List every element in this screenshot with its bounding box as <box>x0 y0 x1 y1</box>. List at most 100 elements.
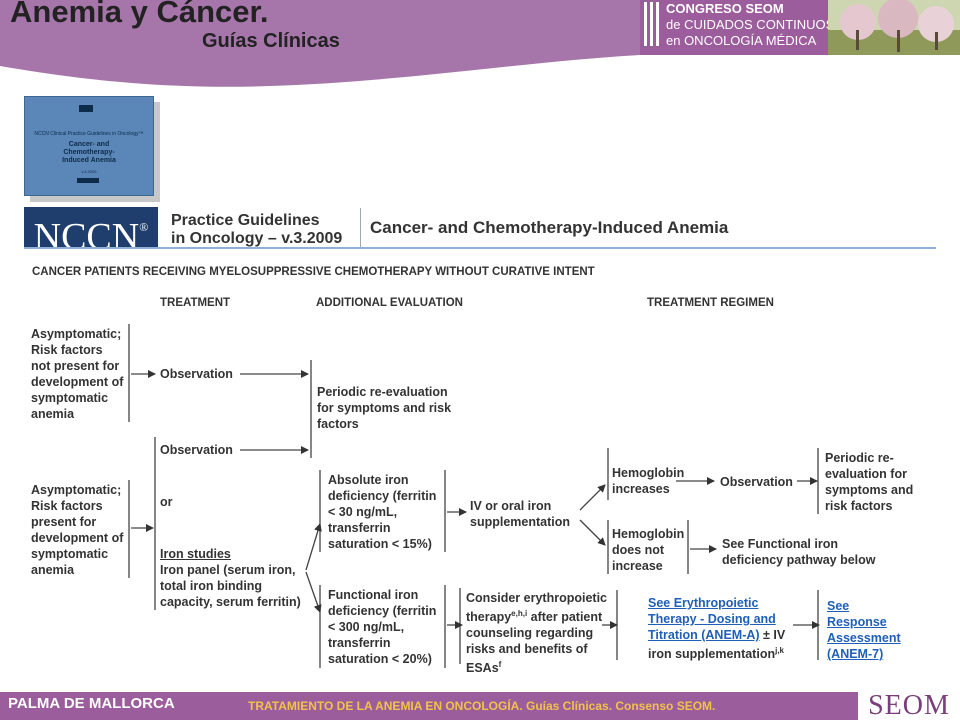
link-anem-a[interactable]: Titration (ANEM-A) <box>648 628 760 642</box>
box-line: < 30 ng/mL, <box>328 505 398 519</box>
banner-rule <box>24 247 936 249</box>
seom-logo: SEOM <box>858 690 960 721</box>
box-line: deficiency (ferritin <box>328 489 437 503</box>
box-line: increases <box>612 482 670 496</box>
link-line[interactable]: Assessment <box>827 631 901 645</box>
box-line: Hemoglobin <box>612 527 685 541</box>
box-line: deficiency (ferritin <box>328 604 437 618</box>
practice-guidelines-line2: in Oncology – v.3.2009 <box>171 230 343 247</box>
box-line: present for <box>31 515 97 529</box>
box-line: < 300 ng/mL, <box>328 620 405 634</box>
box-line: Periodic re- <box>825 451 894 465</box>
see-functional-iron-node: See Functional iron deficiency pathway b… <box>722 536 876 568</box>
box-line: development of <box>31 531 124 545</box>
or-label: or <box>160 495 173 509</box>
observation-node-3: Observation <box>720 475 793 489</box>
column-heading-regimen: TREATMENT REGIMEN <box>647 297 774 309</box>
box-line: for symptoms and risk <box>317 401 452 415</box>
practice-guidelines-line1: Practice Guidelines <box>171 212 320 229</box>
link-anem-a[interactable]: Therapy - Dosing and <box>648 612 776 626</box>
nccn-logo: NCCN® <box>24 207 158 258</box>
box-line: supplementation <box>470 515 571 529</box>
iron-studies-title: Iron studies <box>160 547 231 561</box>
box-line: risk factors <box>825 499 893 513</box>
link-line[interactable]: (ANEM-7) <box>827 647 884 661</box>
link-anem-a[interactable]: See Erythropoietic <box>648 596 759 610</box>
box-line: Asymptomatic; <box>31 327 122 341</box>
footer-bar <box>0 692 960 720</box>
book-badge-icon <box>77 178 99 183</box>
periodic-reevaluation-node: Periodic re-evaluation for symptoms and … <box>317 384 451 432</box>
text-part: ± IV <box>759 628 786 642</box>
book-title-line: Cancer- and <box>68 141 110 148</box>
congress-line-3: en ONCOLOGÍA MÉDICA <box>666 33 817 48</box>
flow-main-heading: CANCER PATIENTS RECEIVING MYELOSUPPRESSI… <box>32 266 595 278</box>
box-line: Periodic re-evaluation <box>317 385 448 399</box>
banner-divider <box>360 208 361 248</box>
box-line: Absolute iron <box>328 473 409 487</box>
box-line: not present for <box>31 359 120 373</box>
box-line: factors <box>317 417 359 431</box>
periodic-reevaluation-node-2: Periodic re- evaluation for symptoms and… <box>825 450 913 514</box>
see-response-assessment-link[interactable]: See Response Assessment (ANEM-7) <box>827 598 901 662</box>
text-part: ESAs <box>466 661 499 676</box>
observation-node-2: Observation <box>160 443 233 457</box>
box-risk-factors: Asymptomatic; Risk factors present for d… <box>31 482 123 578</box>
box-line: symptoms and <box>825 483 914 497</box>
box-line: Titration (ANEM-A) ± IV <box>648 627 785 643</box>
box-line: development of <box>31 375 124 389</box>
iv-oral-iron-node: IV or oral iron supplementation <box>470 498 570 530</box>
page-subtitle: Guías Clínicas <box>202 30 340 52</box>
book-series-label: NCCN Clinical Practice Guidelines in Onc… <box>34 131 144 137</box>
see-erythropoietic-dosing-node: See Erythropoietic Therapy - Dosing and … <box>648 595 785 662</box>
box-line: anemia <box>31 563 75 577</box>
guideline-book-cover: NCCN Clinical Practice Guidelines in Onc… <box>24 96 154 196</box>
box-line: IV or oral iron <box>470 499 552 513</box>
book-version: v.3.2009 <box>81 169 97 174</box>
box-line: counseling regarding <box>466 626 594 641</box>
box-line: Risk factors <box>31 499 103 513</box>
book-title-line: Induced Anemia <box>62 157 116 164</box>
box-line: transferrin <box>328 521 391 535</box>
consider-erythropoietic-node: Consider erythropoietic therapye,h,i aft… <box>466 590 607 676</box>
box-line: does not <box>612 543 665 557</box>
box-line: Consider erythropoietic <box>466 591 607 605</box>
box-line: symptomatic <box>31 391 109 405</box>
book-nccn-logo-icon <box>79 105 93 112</box>
box-line: Asymptomatic; <box>31 483 122 497</box>
congress-line-2: de CUIDADOS CONTINUOS <box>666 17 835 32</box>
hemoglobin-not-increase-node: Hemoglobin does not increase <box>612 526 684 574</box>
book-title-line: Chemotherapy- <box>63 149 115 156</box>
box-line: Hemoglobin <box>612 466 685 480</box>
box-line: symptomatic <box>31 547 109 561</box>
text-part: iron supplementation <box>648 647 776 662</box>
registered-mark: ® <box>139 220 149 234</box>
congress-logo: CONGRESO SEOM de CUIDADOS CONTINUOS en O… <box>640 0 834 50</box>
landscape-photo <box>828 0 960 55</box>
text-part: after patient <box>527 610 603 625</box>
box-line: evaluation for <box>825 467 907 481</box>
banner-title: Cancer- and Chemotherapy-Induced Anemia <box>370 218 729 237</box>
absolute-iron-deficiency-node: Absolute iron deficiency (ferritin < 30 … <box>328 472 436 552</box>
page-title: Anemia y Cáncer. <box>10 0 269 29</box>
roman-three-icon <box>644 2 659 46</box>
congress-line-1: CONGRESO SEOM <box>666 1 784 16</box>
box-line: saturation < 15%) <box>328 537 432 551</box>
box-line: capacity, serum ferritin) <box>160 595 301 609</box>
box-line: therapye,h,i after patient <box>466 606 607 625</box>
header-banner <box>0 0 830 87</box>
box-line: saturation < 20%) <box>328 652 432 666</box>
functional-iron-deficiency-node: Functional iron deficiency (ferritin < 3… <box>328 587 436 667</box>
box-line: deficiency pathway below <box>722 553 876 567</box>
box-line: ESAsf <box>466 657 607 676</box>
column-heading-evaluation: ADDITIONAL EVALUATION <box>316 297 463 309</box>
footer-caption: TRATAMIENTO DE LA ANEMIA EN ONCOLOGÍA. G… <box>248 699 716 713</box>
observation-node-1: Observation <box>160 367 233 381</box>
link-line[interactable]: Response <box>827 615 887 629</box>
link-line[interactable]: See <box>827 599 850 613</box>
text-part: therapy <box>466 610 512 625</box>
box-line: total iron binding <box>160 579 263 593</box>
footer-location: PALMA DE MALLORCA <box>8 695 175 712</box>
footnote-ref: j,k <box>775 646 784 655</box>
